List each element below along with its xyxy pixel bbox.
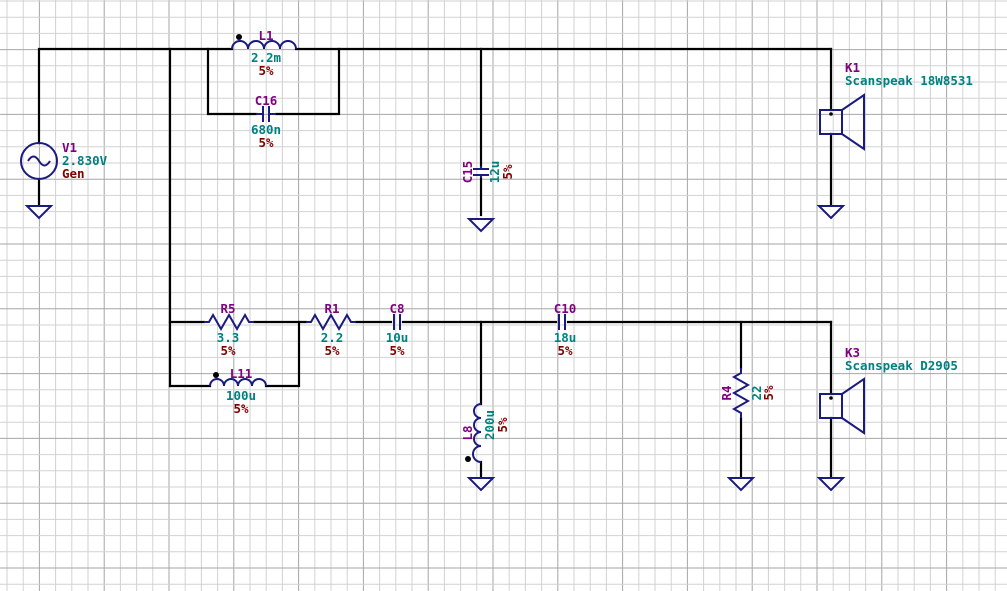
inductor-l8[interactable]: L8 200u 5% — [460, 403, 510, 463]
capacitor-c8[interactable]: C8 10u 5% — [386, 301, 409, 358]
l11-designator: L11 — [230, 366, 253, 381]
l11-value: 100u — [226, 388, 256, 403]
r4-value: 22 — [749, 385, 764, 400]
k3-designator: K3 — [845, 345, 860, 360]
r5-tolerance: 5% — [220, 343, 236, 358]
inductor-l11[interactable]: L11 100u 5% — [209, 366, 267, 416]
c10-tolerance: 5% — [557, 343, 573, 358]
c15-designator: C15 — [460, 161, 475, 184]
capacitor-c16[interactable]: C16 680n 5% — [251, 93, 281, 150]
wires — [37, 47, 833, 480]
capacitor-c10[interactable]: C10 18u 5% — [554, 301, 577, 358]
ground-icon — [816, 477, 846, 492]
ground-icon — [726, 477, 756, 492]
ground-icon — [466, 477, 496, 492]
c8-designator: C8 — [389, 301, 404, 316]
r1-designator: R1 — [324, 301, 339, 316]
c8-value: 10u — [386, 330, 409, 345]
l1-value: 2.2m — [251, 50, 282, 65]
resistor-r1[interactable]: R1 2.2 5% — [306, 301, 356, 358]
r1-tolerance: 5% — [324, 343, 340, 358]
c16-tolerance: 5% — [258, 135, 274, 150]
capacitor-c15[interactable]: C15 12u 5% — [460, 161, 515, 184]
r4-tolerance: 5% — [761, 385, 776, 401]
l8-tolerance: 5% — [495, 417, 510, 433]
voltage-source-v1[interactable]: V1 2.830V Gen — [20, 140, 108, 181]
r5-designator: R5 — [220, 301, 235, 316]
k1-designator: K1 — [845, 60, 860, 75]
k1-value: Scanspeak 18W8531 — [845, 73, 973, 88]
l8-value: 200u — [482, 410, 497, 440]
c8-tolerance: 5% — [389, 343, 405, 358]
c10-designator: C10 — [554, 301, 577, 316]
r1-value: 2.2 — [321, 330, 344, 345]
l11-tolerance: 5% — [233, 401, 249, 416]
l1-tolerance: 5% — [258, 63, 274, 78]
resistor-r4[interactable]: R4 22 5% — [719, 368, 776, 418]
polarity-dot-icon — [236, 34, 242, 40]
ground-icon — [816, 205, 846, 220]
ground-icon — [466, 218, 496, 233]
c16-designator: C16 — [255, 93, 278, 108]
v1-type: Gen — [62, 166, 85, 181]
speaker-k3[interactable]: K3 Scanspeak D2905 — [819, 345, 958, 435]
c10-value: 18u — [554, 330, 577, 345]
l8-designator: L8 — [460, 425, 475, 440]
r4-designator: R4 — [719, 385, 734, 400]
polarity-dot-icon — [465, 456, 471, 462]
l1-designator: L1 — [258, 28, 273, 43]
c15-tolerance: 5% — [500, 164, 515, 180]
c16-value: 680n — [251, 122, 281, 137]
v1-value: 2.830V — [62, 153, 108, 168]
polarity-dot-icon — [213, 372, 219, 378]
speaker-k1[interactable]: K1 Scanspeak 18W8531 — [819, 60, 973, 151]
k3-value: Scanspeak D2905 — [845, 358, 958, 373]
v1-designator: V1 — [62, 140, 77, 155]
r5-value: 3.3 — [217, 330, 240, 345]
c15-value: 12u — [487, 161, 502, 184]
sine-wave-icon — [27, 155, 51, 167]
inductor-l1[interactable]: L1 2.2m 5% — [231, 28, 297, 78]
ground-icon — [24, 205, 54, 220]
resistor-r5[interactable]: R5 3.3 5% — [204, 301, 254, 358]
